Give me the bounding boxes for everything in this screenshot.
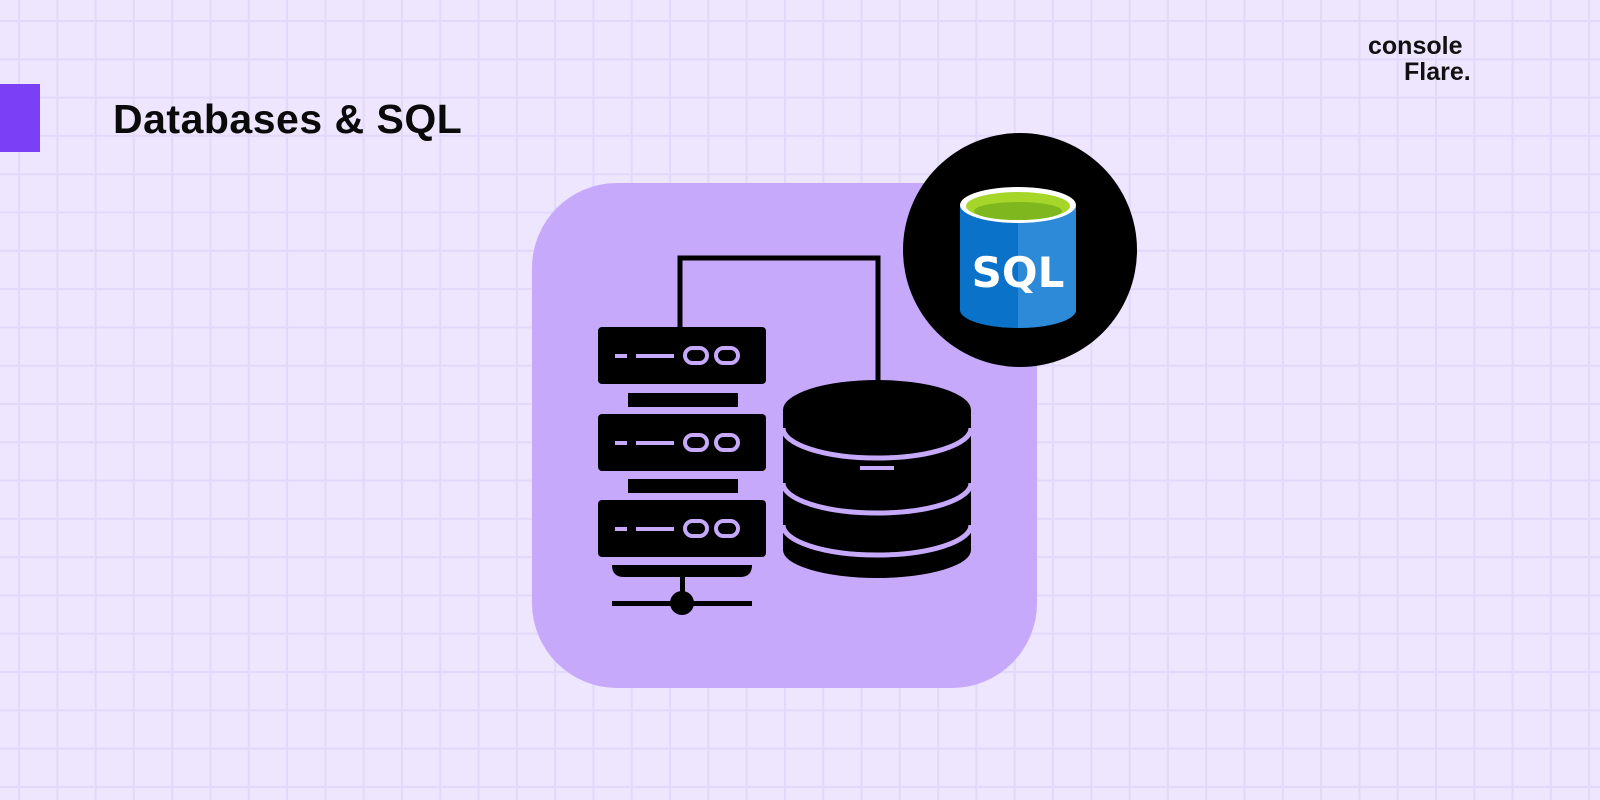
page-title: Databases & SQL bbox=[113, 96, 463, 142]
sql-badge: SQL bbox=[903, 133, 1137, 367]
server-rack-icon bbox=[598, 255, 881, 615]
accent-bar bbox=[0, 84, 40, 152]
console-flare-logo: console Flare. bbox=[1368, 32, 1471, 86]
svg-text:Flare.: Flare. bbox=[1404, 58, 1471, 86]
sql-label: SQL bbox=[972, 248, 1065, 297]
svg-text:console: console bbox=[1368, 32, 1463, 60]
database-cylinder-icon bbox=[780, 380, 974, 578]
